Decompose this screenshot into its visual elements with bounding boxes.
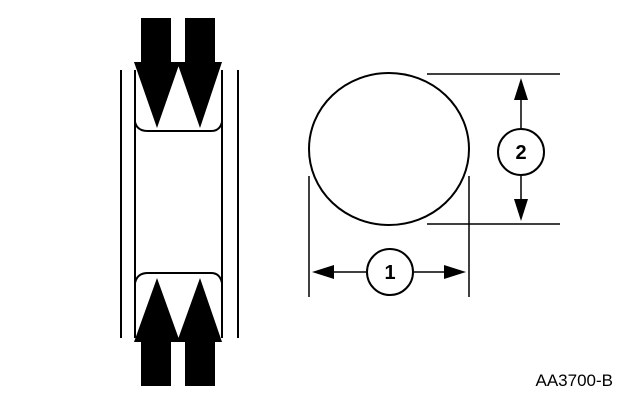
press-arrows-top bbox=[134, 18, 222, 128]
callout-circle-width bbox=[366, 248, 414, 296]
press-arrow-down-icon bbox=[134, 18, 180, 128]
callout-circle-height bbox=[497, 128, 545, 176]
dimension-arrowheads bbox=[312, 78, 528, 279]
sleeve-side-view bbox=[120, 70, 239, 338]
figure-id-label: AA3700-B bbox=[536, 371, 614, 390]
arrowhead-right-icon bbox=[444, 265, 466, 279]
press-arrows-bottom bbox=[134, 278, 222, 386]
circle-dimension-view bbox=[308, 72, 560, 297]
arrowhead-left-icon bbox=[312, 265, 334, 279]
lower-flange-edge bbox=[134, 272, 223, 284]
press-arrow-up-icon bbox=[177, 278, 222, 386]
callout-number-width: 1 bbox=[384, 262, 395, 284]
press-arrow-down-icon bbox=[177, 18, 222, 128]
arrowhead-down-icon bbox=[514, 199, 528, 221]
upper-flange-edge bbox=[134, 121, 223, 132]
press-arrow-up-icon bbox=[134, 278, 180, 386]
callout-number-height: 2 bbox=[515, 142, 526, 164]
cross-section-circle bbox=[308, 72, 470, 226]
arrowhead-up-icon bbox=[514, 78, 528, 100]
